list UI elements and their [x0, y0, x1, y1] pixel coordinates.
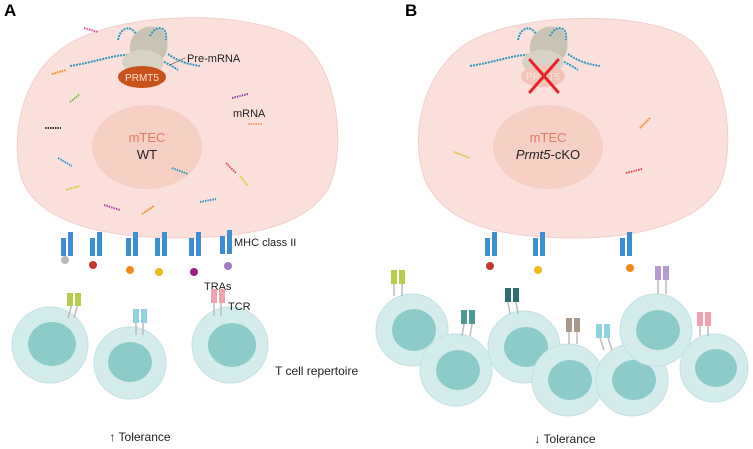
panel-b-letter: B: [405, 1, 417, 20]
mrna-label: mRNA: [233, 108, 266, 120]
mrna-fragments-wt: [45, 27, 262, 215]
genotype-suffix: -cKO: [551, 147, 581, 162]
mhc-class-ii-group-cko: [485, 232, 634, 274]
nucleus-title-wt: mTEC: [129, 130, 166, 145]
mhc-class-ii-group-wt: [61, 230, 232, 276]
tolerance-up: ↑ Tolerance: [109, 430, 170, 444]
prmt5-protein: [118, 66, 166, 88]
mhc-molecule: [220, 230, 232, 270]
mhc-molecule: [89, 232, 102, 269]
t-cell: [619, 266, 693, 367]
tras-label: TRAs: [204, 281, 232, 293]
t-cell: [11, 293, 89, 384]
nucleus-cko: [493, 105, 603, 189]
mhc-molecule: [485, 232, 497, 270]
nucleus-genotype-wt: WT: [137, 147, 157, 162]
panel-a-letter: A: [4, 1, 16, 20]
mhc-molecule: [61, 232, 73, 264]
mhc-molecule: [533, 232, 545, 274]
mrna-fragments-cko: [453, 117, 651, 174]
prmt5-label: PRMT5: [125, 73, 159, 84]
pre-mrna-label: Pre-mRNA: [187, 53, 241, 65]
mhc-molecule: [126, 232, 138, 274]
t-cell: [191, 289, 269, 384]
mhc-label: MHC class II: [234, 237, 296, 249]
tolerance-down: ↓ Tolerance: [534, 432, 595, 446]
mhc-molecule: [620, 232, 634, 272]
t-cells-wt: [11, 289, 269, 400]
t-cell: [419, 310, 493, 407]
panel-a: A mTEC WT PRMT5 Pre-mRNA: [4, 1, 358, 444]
t-cell: [93, 309, 167, 400]
repertoire-label: T cell repertoire: [275, 364, 358, 378]
nucleus-title-cko: mTEC: [530, 130, 567, 145]
t-cells-cko: [375, 266, 749, 417]
genotype-gene: Prmt5: [516, 147, 551, 162]
t-cell: [679, 312, 749, 403]
mhc-molecule: [155, 232, 167, 276]
nucleus-wt: [92, 105, 202, 189]
panel-b: B mTEC Prmt5-cKO PRMT5: [375, 1, 749, 446]
pre-mrna-pointer: [169, 57, 186, 66]
mhc-molecule: [189, 232, 201, 276]
deletion-cross-icon: [528, 58, 560, 94]
nucleus-genotype-cko: Prmt5-cKO: [516, 147, 580, 162]
tcr-label: TCR: [228, 301, 251, 313]
